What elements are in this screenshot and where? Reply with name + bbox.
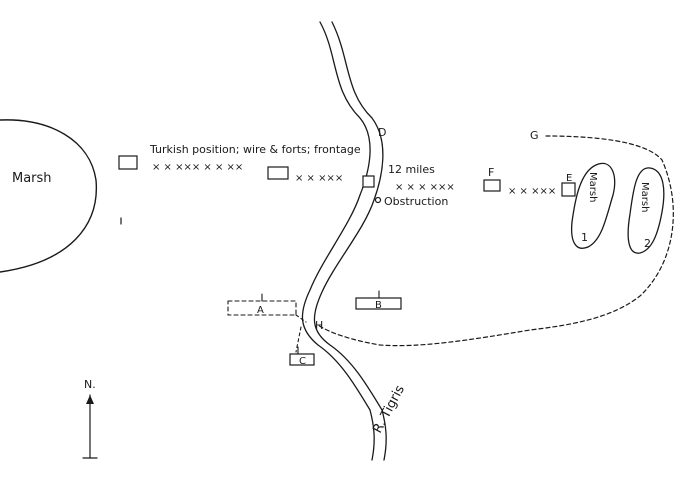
river-label: R. Tigris	[370, 383, 408, 436]
svg-text:× × ××× × × ××: × × ××× × × ××	[152, 162, 243, 173]
svg-text:Marsh: Marsh	[639, 182, 650, 212]
svg-text:× × × ×××: × × × ×××	[395, 182, 455, 193]
point-g-label: G	[530, 129, 539, 142]
fort	[483, 179, 501, 192]
fort	[561, 182, 576, 197]
svg-text:2: 2	[644, 237, 651, 250]
obstruction-label: Obstruction	[384, 195, 448, 208]
obstruction-marker	[374, 196, 382, 204]
turkish-position-note: Turkish position; wire & forts; frontage	[149, 143, 361, 156]
flanking-route	[317, 135, 674, 347]
point-h-label: H	[315, 319, 323, 332]
marsh-left-label: Marsh	[12, 171, 52, 186]
unit-a: A	[227, 293, 297, 316]
unit-b: B	[355, 290, 402, 311]
svg-text:N.: N.	[84, 378, 96, 391]
point-e-label: E	[566, 173, 572, 184]
marsh-left-outline	[0, 119, 98, 273]
wire-line: × × ××× × × ×× × × ××× × × × ××× × × ×××	[152, 162, 556, 197]
svg-text:× × ×××: × × ×××	[508, 186, 556, 197]
marsh-1: Marsh 1	[570, 162, 616, 249]
svg-text:B: B	[375, 300, 382, 311]
unit-c: C	[289, 346, 315, 367]
fort	[118, 155, 138, 170]
point-d-label: D	[378, 126, 386, 139]
north-arrow: N.	[82, 378, 98, 459]
svg-text:A: A	[257, 305, 264, 316]
fort	[267, 166, 289, 180]
svg-text:Marsh: Marsh	[587, 172, 598, 202]
svg-text:1: 1	[581, 231, 588, 244]
river-tigris	[301, 21, 387, 461]
frontage-length: 12 miles	[388, 163, 435, 176]
svg-text:C: C	[299, 356, 306, 367]
marsh-2: Marsh 2	[627, 167, 665, 254]
svg-text:× × ×××: × × ×××	[295, 173, 343, 184]
fort	[362, 175, 375, 188]
unit-c-route	[295, 326, 302, 353]
unit-a-route	[295, 314, 307, 323]
point-f-label: F	[488, 166, 494, 179]
